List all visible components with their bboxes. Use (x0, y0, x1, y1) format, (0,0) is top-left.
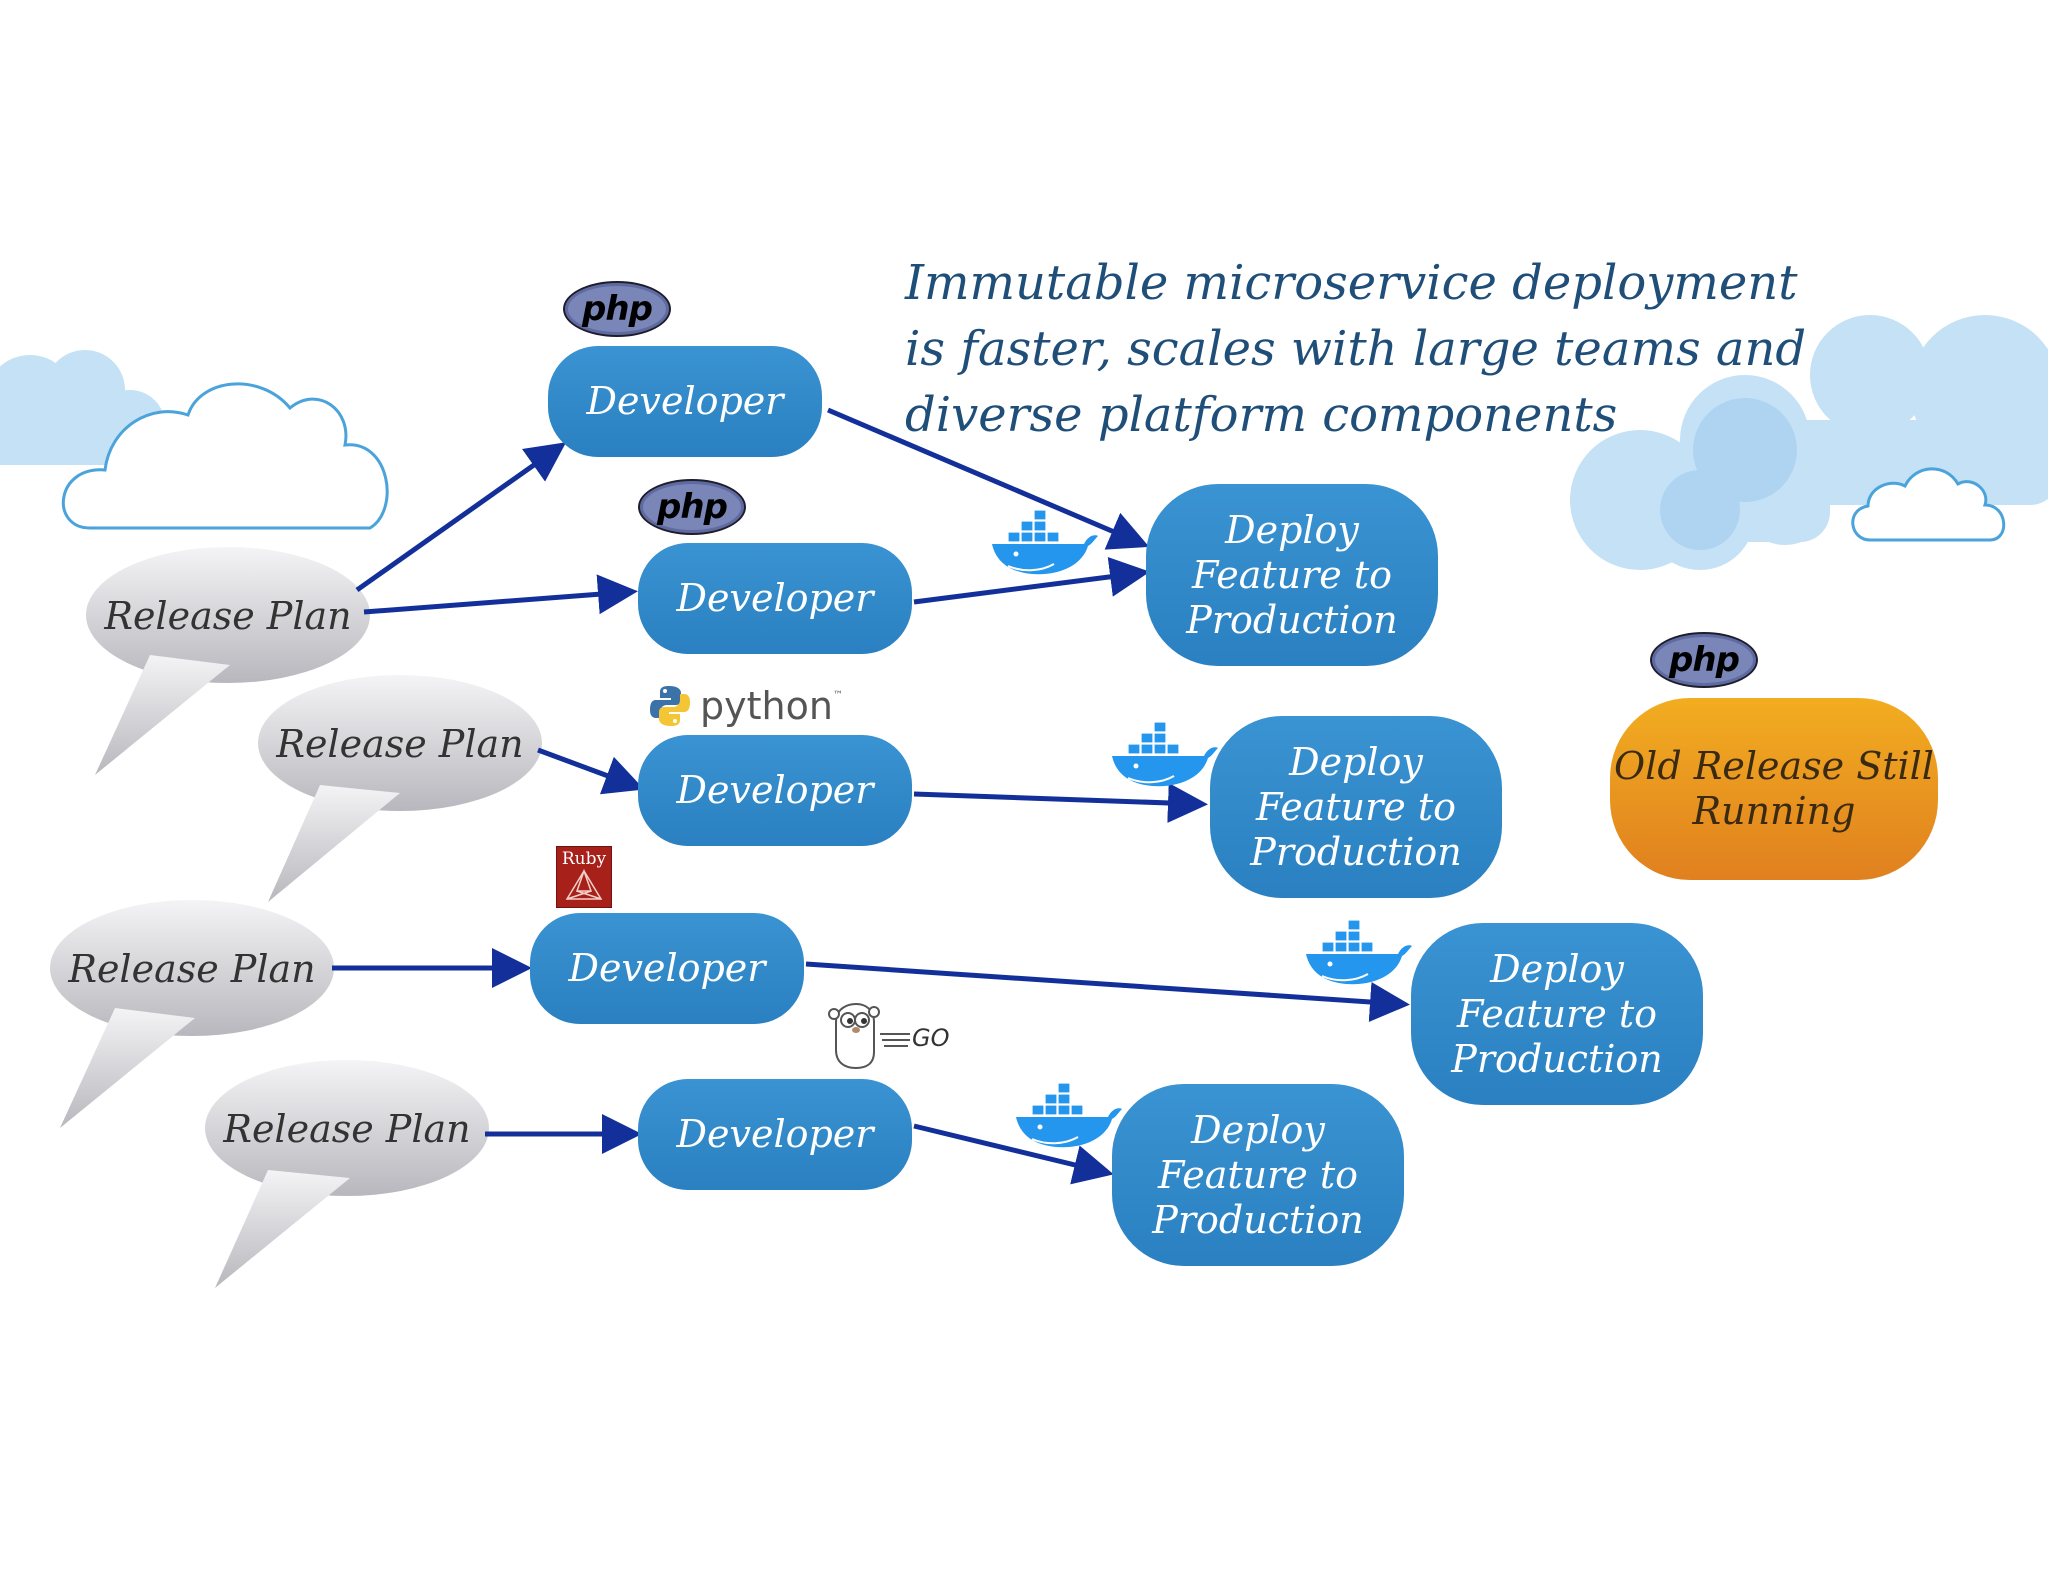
deploy-node-2: Deploy Feature to Production (1210, 716, 1502, 898)
arrows (332, 407, 1410, 1185)
python-wordmark: python (700, 684, 833, 728)
deploy-node-1: Deploy Feature to Production (1146, 484, 1438, 666)
release-plan-bubble-4 (205, 1060, 489, 1288)
docker-whale-icon-2 (1112, 722, 1218, 787)
deploy-line-1: Deploy (1191, 1107, 1325, 1152)
developer-node-4: Developer (530, 913, 804, 1024)
deploy-line-2: Feature to (1191, 552, 1393, 597)
ruby-logo: Ruby (556, 846, 612, 908)
arrow-plan1-dev1 (355, 442, 567, 593)
python-snake-icon (650, 686, 690, 726)
release-plan-label-2: Release Plan (276, 722, 524, 766)
developer-node-1: Developer (548, 346, 822, 457)
php-logo-3: php (1650, 632, 1758, 688)
old-release-node: Old Release Still Running (1610, 698, 1938, 880)
release-plan-bubble-3 (50, 900, 334, 1128)
release-plan-label-4: Release Plan (223, 1107, 471, 1151)
arrow-dev2-deploy1 (913, 556, 1150, 605)
php-logo-2: php (638, 479, 746, 535)
cloud-left-outline (61, 382, 389, 530)
deploy-line-2: Feature to (1456, 991, 1658, 1036)
arrow-dev3-deploy2 (913, 782, 1208, 823)
arrow-dev5-deploy4 (913, 1123, 1114, 1185)
arrow-dev1-deploy1 (827, 407, 1150, 550)
cloud-right-overlap (1660, 398, 1797, 550)
release-plan-bubble-2 (258, 675, 542, 902)
gopher-icon: GO (828, 1002, 950, 1070)
developer-node-5: Developer (638, 1079, 912, 1190)
deploy-line-3: Production (1186, 597, 1398, 642)
python-trademark: ™ (832, 690, 843, 701)
deploy-line-2: Feature to (1255, 784, 1457, 829)
python-logo: python ™ (648, 684, 843, 728)
deploy-line-1: Deploy (1490, 946, 1624, 991)
deploy-line-3: Production (1250, 829, 1462, 874)
php-logo-1: php (563, 281, 671, 337)
cloud-right-outline (1851, 467, 2006, 542)
docker-whale-icon-4 (1016, 1083, 1122, 1148)
old-release-line-2: Running (1692, 789, 1856, 833)
docker-whale-icon-3 (1306, 920, 1412, 985)
title-line-2: is faster, scales with large teams and (905, 321, 1807, 377)
release-plan-label-1: Release Plan (104, 594, 352, 638)
developer-node-2: Developer (638, 543, 912, 654)
deploy-node-4: Deploy Feature to Production (1112, 1084, 1404, 1266)
diagram-title: Immutable microservice deployment is fas… (905, 250, 1807, 448)
deploy-line-1: Deploy (1225, 507, 1359, 552)
title-line-1: Immutable microservice deployment (905, 255, 1798, 311)
ruby-gem-icon (565, 868, 603, 900)
title-line-3: diverse platform components (905, 387, 1618, 443)
ruby-wordmark: Ruby (561, 849, 607, 869)
deploy-line-2: Feature to (1157, 1152, 1359, 1197)
deploy-line-1: Deploy (1289, 739, 1423, 784)
deploy-node-3: Deploy Feature to Production (1411, 923, 1703, 1105)
go-gopher-logo: GO (826, 1002, 956, 1076)
docker-whale-icon-1 (992, 510, 1098, 575)
arrow-dev4-deploy3 (805, 961, 1410, 1022)
arrow-plan2-dev3 (537, 747, 645, 795)
deploy-line-3: Production (1451, 1036, 1663, 1081)
release-plan-label-3: Release Plan (68, 947, 316, 991)
release-plan-bubble-1 (86, 547, 370, 775)
go-wordmark: GO (912, 1024, 950, 1052)
developer-node-3: Developer (638, 735, 912, 846)
old-release-line-1: Old Release Still (1614, 744, 1934, 788)
arrow-plan1-dev2 (363, 574, 638, 615)
deploy-line-3: Production (1152, 1197, 1364, 1242)
